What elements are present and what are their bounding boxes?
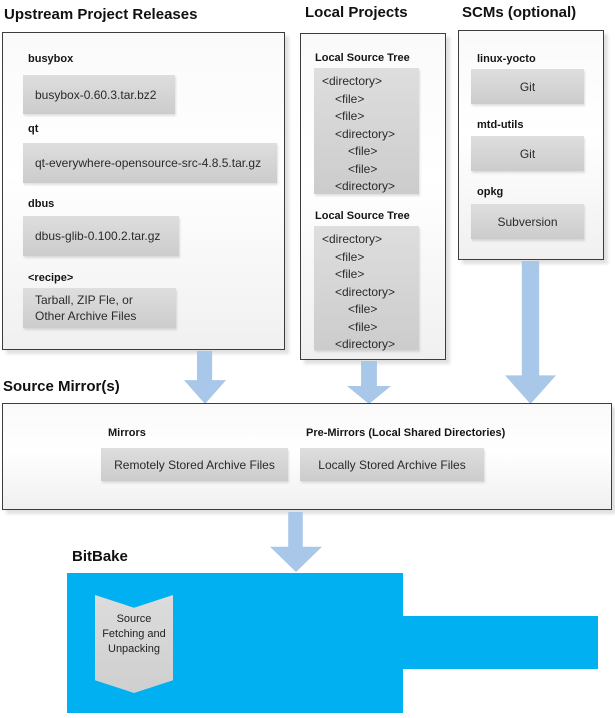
- tree-line: <directory>: [335, 337, 396, 351]
- upstream-heading: Upstream Project Releases: [4, 6, 198, 23]
- down-arrow-icon: [184, 351, 226, 404]
- scm-item-label: opkg: [477, 186, 504, 198]
- upstream-item-file: dbus-glib-0.100.2.tar.gz: [23, 216, 179, 256]
- source-fetching-chevron: Source Fetching and Unpacking: [95, 595, 173, 693]
- local-source-tree: <directory> <file> <file> <directory> <f…: [314, 68, 419, 194]
- scm-item-value: Subversion: [471, 204, 584, 239]
- down-arrow-icon: [270, 512, 322, 572]
- mirrors-value: Remotely Stored Archive Files: [101, 448, 288, 481]
- upstream-item-label: busybox: [28, 53, 74, 65]
- upstream-item-label: <recipe>: [28, 272, 74, 284]
- bitbake-output-bar: [403, 616, 598, 669]
- tree-line: <file>: [348, 161, 378, 176]
- tree-line: <directory>: [335, 284, 396, 299]
- bitbake-heading: BitBake: [72, 548, 128, 565]
- mirrors-label: Mirrors: [108, 427, 146, 439]
- local-source-tree: <directory> <file> <file> <directory> <f…: [314, 226, 419, 351]
- tree-line: <file>: [348, 302, 378, 316]
- tree-line: <file>: [335, 267, 365, 281]
- tree-line: <directory>: [322, 232, 383, 246]
- tree-line: <file>: [348, 319, 378, 334]
- upstream-item-label: qt: [28, 123, 39, 135]
- upstream-item-file: busybox-0.60.3.tar.bz2: [23, 75, 175, 114]
- tree-line: <directory>: [335, 126, 396, 141]
- local-source-tree-label: Local Source Tree: [315, 210, 410, 222]
- upstream-panel: busybox busybox-0.60.3.tar.bz2 qt qt-eve…: [2, 32, 285, 350]
- scms-panel: linux-yocto Git mtd-utils Git opkg Subve…: [458, 30, 604, 260]
- source-mirrors-panel: Mirrors Remotely Stored Archive Files Pr…: [2, 403, 612, 510]
- scm-item-value: Git: [471, 69, 584, 104]
- local-source-tree-label: Local Source Tree: [315, 52, 410, 64]
- down-arrow-icon: [347, 361, 391, 404]
- scm-item-label: mtd-utils: [477, 119, 524, 131]
- tree-line: <file>: [335, 249, 365, 264]
- upstream-item-file: Tarball, ZIP Fle, or Other Archive Files: [23, 288, 176, 328]
- upstream-item-label: dbus: [28, 198, 55, 210]
- local-projects-heading: Local Projects: [305, 4, 408, 21]
- tree-line: <file>: [335, 91, 365, 106]
- down-arrow-icon: [505, 261, 556, 404]
- premirrors-label: Pre-Mirrors (Local Shared Directories): [306, 427, 506, 439]
- source-mirrors-heading: Source Mirror(s): [3, 378, 120, 395]
- tree-line: <file>: [335, 109, 365, 123]
- scm-item-label: linux-yocto: [477, 53, 536, 65]
- scms-heading: SCMs (optional): [462, 4, 577, 21]
- tree-line: <directory>: [335, 179, 396, 193]
- tree-line: <directory>: [322, 74, 383, 88]
- scm-item-value: Git: [471, 136, 584, 171]
- premirrors-value: Locally Stored Archive Files: [300, 448, 484, 481]
- tree-line: <file>: [348, 144, 378, 158]
- local-projects-panel: Local Source Tree <directory> <file> <fi…: [300, 33, 446, 360]
- upstream-item-file: qt-everywhere-opensource-src-4.8.5.tar.g…: [23, 143, 277, 183]
